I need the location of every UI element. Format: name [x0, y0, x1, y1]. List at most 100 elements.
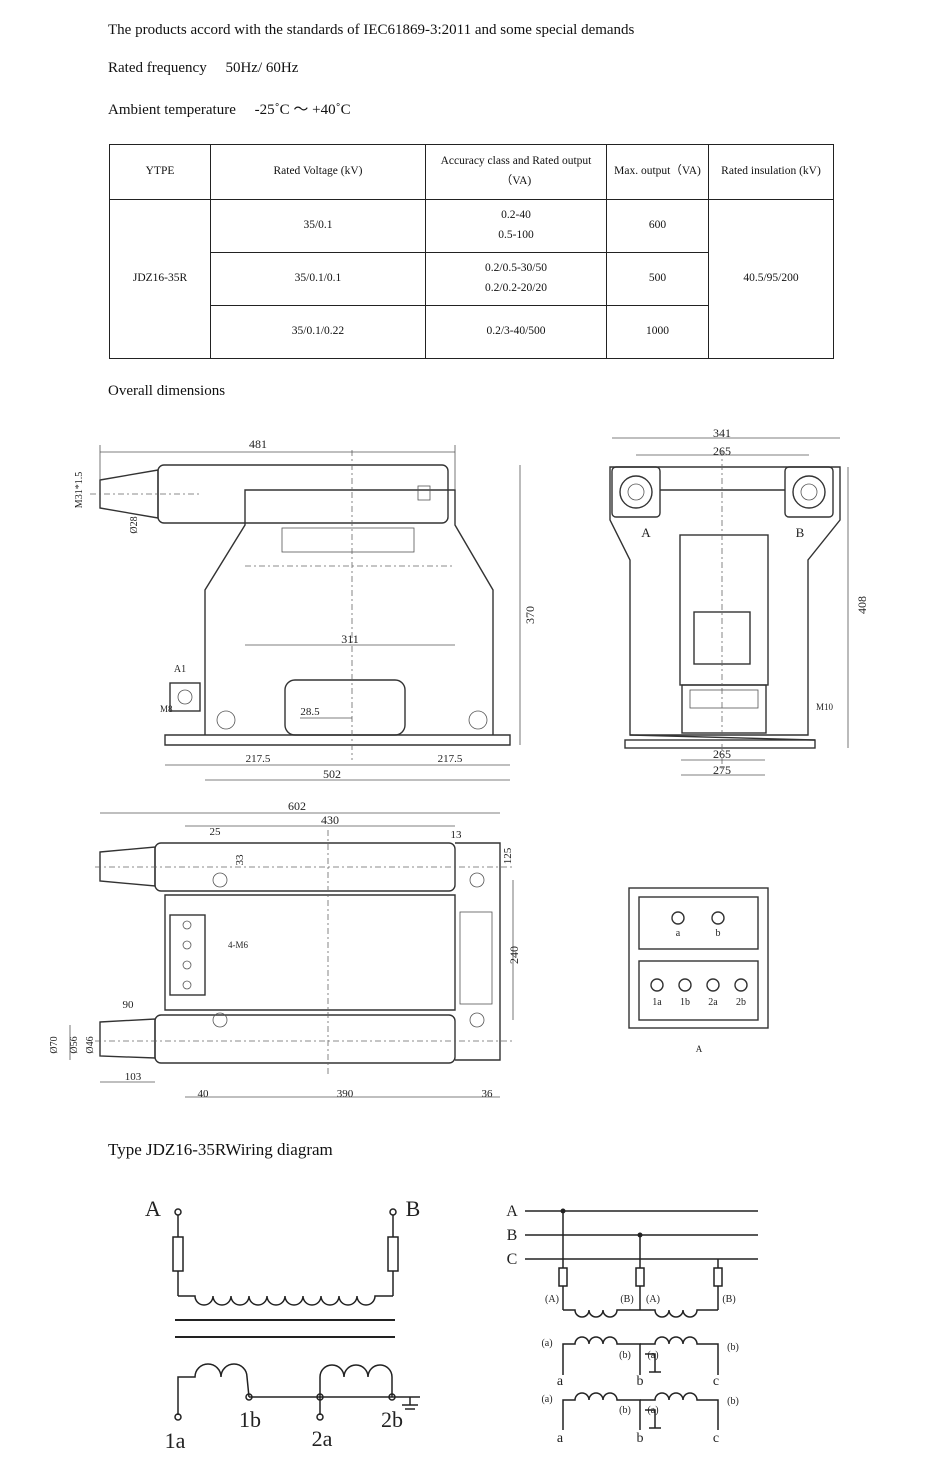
dim-top-36: 36: [482, 1088, 494, 1100]
dim-side-inner-top: 265: [713, 444, 731, 458]
terminal-label-a: a: [676, 928, 681, 939]
phase-b-label: B: [507, 1227, 518, 1244]
wiring-right-diagram: A B C (A) (B) (A) (B) (a) (b) (a) (b) a …: [506, 1203, 758, 1446]
secondary2-term-b1: (b): [619, 1405, 631, 1416]
header-accuracy-text: Accuracy class and Rated output: [440, 155, 592, 168]
dim-top-d56: Ø56: [69, 1036, 80, 1053]
dim-top-90: 90: [123, 999, 135, 1011]
output2-b: b: [637, 1431, 644, 1446]
top-view-drawing: 602 430 25 13 4-M6 90 103 40 390 36 33 1…: [49, 799, 521, 1100]
frequency-value: 50Hz/ 60Hz: [225, 60, 299, 76]
dim-top-103: 103: [125, 1071, 142, 1083]
dim-side-bottom-outer: 275: [713, 763, 731, 777]
accuracy-line: 0.5-100: [498, 229, 534, 241]
table-row: 35/0.1/0.1 0.2/0.5-30/50 0.2/0.2-20/20 5…: [110, 252, 834, 306]
dim-front-thread: M31*1.5: [74, 472, 85, 508]
standards-text: The products accord with the standards o…: [108, 22, 635, 38]
header-accuracy-unit: （VA): [500, 175, 532, 187]
terminal-label-2b: 2b: [736, 997, 746, 1008]
table-row: 35/0.1/0.22 0.2/3-40/500 1000: [110, 305, 834, 359]
output-b: b: [637, 1374, 644, 1389]
dim-front-dia: Ø28: [129, 516, 140, 533]
wiring-secondary-1a: 1a: [165, 1428, 186, 1453]
dim-top-390: 390: [337, 1088, 354, 1100]
dim-top-40: 40: [198, 1088, 210, 1100]
dim-side-height: 408: [855, 596, 869, 614]
header-type: YTPE: [109, 144, 211, 200]
accuracy-line: 0.2/0.5-30/50: [485, 262, 547, 275]
max-output-cell: 1000: [606, 305, 709, 359]
table-header-row: YTPE Rated Voltage (kV) Accuracy class a…: [109, 144, 834, 200]
label-holes-4m6: 4-M6: [228, 940, 248, 950]
wiring-secondary-1b: 1b: [239, 1407, 261, 1432]
dim-front-left-half: 217.5: [246, 753, 271, 765]
primary-term-b1: (B): [620, 1294, 633, 1305]
spec-table: YTPE Rated Voltage (kV) Accuracy class a…: [109, 144, 834, 359]
voltage-cell: 35/0.1/0.22: [210, 305, 426, 359]
terminal-view-label: A: [696, 1044, 703, 1054]
side-view-drawing: 341 265 A B M10 265 275 408: [609, 426, 869, 777]
wiring-secondary-2b: 2b: [381, 1407, 403, 1432]
wiring-left-diagram: A B 1a 1b 2a 2b: [145, 1196, 420, 1453]
rated-frequency: Rated frequency 50Hz/ 60Hz: [108, 60, 298, 77]
dim-top-125: 125: [502, 847, 514, 864]
label-bolt-m8: M8: [160, 704, 173, 714]
wiring-primary-a: A: [145, 1196, 161, 1221]
dim-top-d70: Ø70: [49, 1036, 60, 1053]
dim-front-bottom: 502: [323, 767, 341, 781]
overall-dimensions-heading: Overall dimensions: [108, 383, 226, 399]
header-voltage: Rated Voltage (kV): [210, 144, 426, 200]
label-side-b: B: [796, 525, 805, 540]
phase-a-label: A: [506, 1203, 518, 1220]
accuracy-cell: 0.2/0.5-30/50 0.2/0.2-20/20: [425, 252, 607, 306]
model-cell: JDZ16-35R: [109, 199, 211, 359]
secondary2-term-b2: (b): [727, 1396, 739, 1407]
phase-c-label: C: [507, 1251, 518, 1268]
dim-side-outer-top: 341: [713, 426, 731, 440]
terminal-box-drawing: a b 1a 1b 2a 2b A: [628, 887, 769, 1054]
frequency-label: Rated frequency: [108, 60, 207, 76]
output2-a: a: [557, 1431, 564, 1446]
wiring-diagram-title: Type JDZ16-35RWiring diagram: [108, 1140, 333, 1159]
temperature-label: Ambient temperature: [108, 102, 236, 118]
accuracy-line: 0.2/0.2-20/20: [485, 282, 547, 294]
temperature-value: -25˚C ～ +40˚C: [254, 102, 351, 118]
max-output-cell: 500: [606, 252, 709, 306]
primary-term-a1: (A): [545, 1294, 559, 1305]
secondary-term-a2: (a): [647, 1350, 658, 1361]
dim-front-small: 28.5: [300, 706, 320, 718]
dim-front-top: 481: [249, 437, 267, 451]
header-accuracy: Accuracy class and Rated output （VA): [425, 144, 607, 200]
wiring-secondary-2a: 2a: [312, 1426, 333, 1451]
dim-top-d46: Ø46: [85, 1036, 96, 1053]
output-a: a: [557, 1374, 564, 1389]
wiring-primary-b: B: [406, 1196, 421, 1221]
terminal-label-1b: 1b: [680, 997, 690, 1008]
accuracy-cell: 0.2-40 0.5-100: [425, 199, 607, 253]
dim-top-13: 13: [451, 829, 463, 841]
primary-term-a2: (A): [646, 1294, 660, 1305]
insulation-cell: 40.5/95/200: [708, 199, 834, 359]
terminal-label-2a: 2a: [708, 997, 718, 1008]
dim-front-mid: 311: [341, 632, 359, 646]
terminal-label-b: b: [716, 928, 721, 939]
output-c: c: [713, 1374, 719, 1389]
secondary-term-b2: (b): [727, 1342, 739, 1353]
terminal-label-1a: 1a: [652, 997, 662, 1008]
label-side-a: A: [641, 525, 651, 540]
dim-top-main: 430: [321, 813, 339, 827]
secondary2-term-a1: (a): [541, 1394, 552, 1405]
label-bolt-m10: M10: [816, 702, 834, 712]
dim-front-right-half: 217.5: [438, 753, 463, 765]
secondary-term-a1: (a): [541, 1338, 552, 1349]
dim-side-bottom-inner: 265: [713, 747, 731, 761]
dim-top-33: 33: [234, 854, 246, 866]
accuracy-line: 0.2-40: [501, 209, 531, 222]
front-view-drawing: 481 311 28.5 217.5 217.5 502 A1 M8 370 M…: [74, 437, 537, 781]
primary-term-b2: (B): [722, 1294, 735, 1305]
accuracy-cell: 0.2/3-40/500: [425, 305, 607, 359]
dim-top-depth: 240: [507, 946, 521, 964]
ambient-temperature: Ambient temperature -25˚C ～ +40˚C: [108, 98, 351, 119]
dim-top-25: 25: [210, 826, 222, 838]
